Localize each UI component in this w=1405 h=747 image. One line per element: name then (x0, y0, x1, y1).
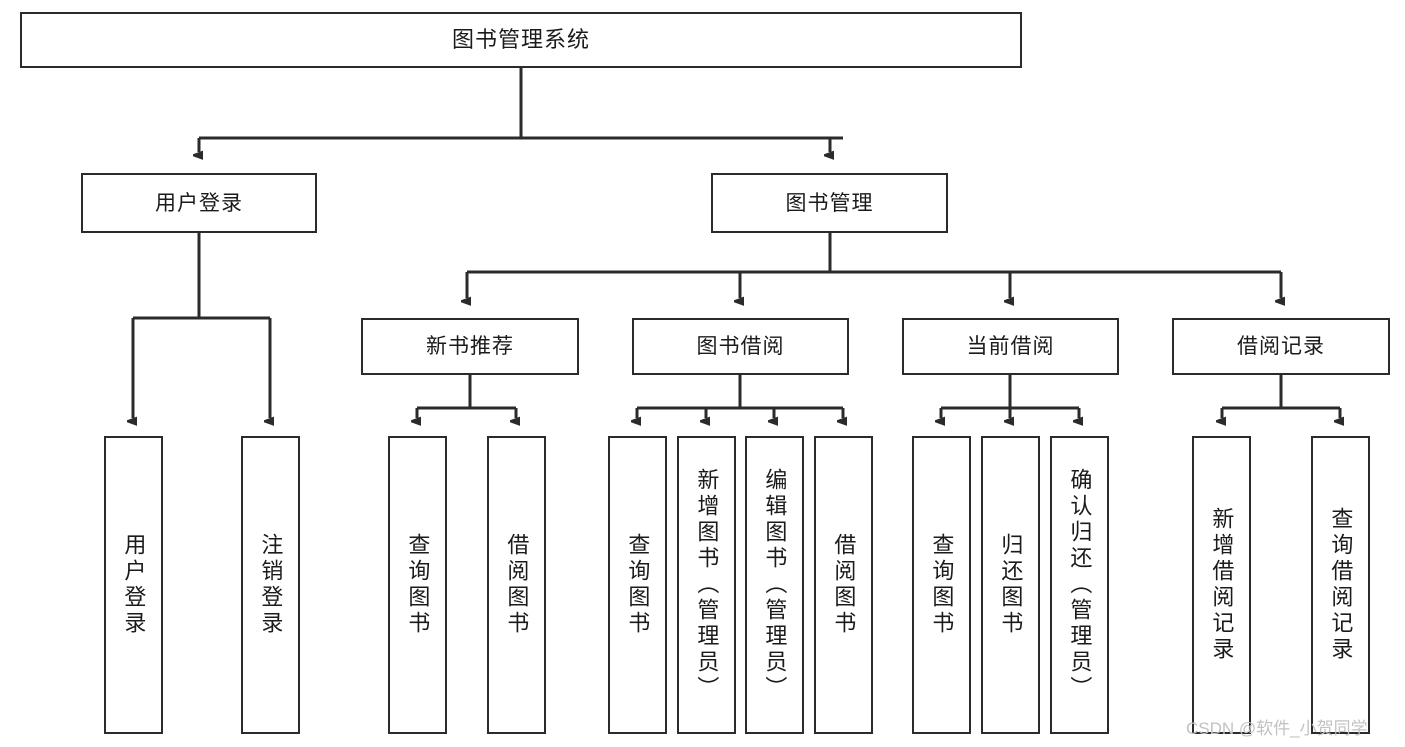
node-label: 新增图书（管理员） (694, 468, 720, 702)
leaf-query-book-recommend[interactable]: 查询图书 (388, 436, 447, 734)
node-label: 新增借阅记录 (1209, 507, 1235, 663)
node-label: 借阅图书 (504, 533, 530, 637)
node-label: 借阅图书 (831, 533, 857, 637)
node-label: 查询图书 (405, 533, 431, 637)
node-current-borrow[interactable]: 当前借阅 (902, 318, 1119, 375)
node-label: 确认归还（管理员） (1067, 468, 1093, 702)
node-label: 用户登录 (155, 191, 243, 215)
leaf-confirm-return-admin[interactable]: 确认归还（管理员） (1050, 436, 1109, 734)
node-label: 查询图书 (929, 533, 955, 637)
leaf-query-book-current[interactable]: 查询图书 (912, 436, 971, 734)
node-label: 查询借阅记录 (1328, 507, 1354, 663)
node-book-management[interactable]: 图书管理 (711, 173, 948, 233)
node-book-borrow[interactable]: 图书借阅 (632, 318, 849, 375)
node-borrow-record[interactable]: 借阅记录 (1172, 318, 1390, 375)
node-label: 借阅记录 (1237, 335, 1325, 358)
node-label: 编辑图书（管理员） (762, 468, 788, 702)
watermark-text: CSDN @软件_小贺同学 (1186, 719, 1368, 738)
node-label: 查询图书 (625, 533, 651, 637)
leaf-edit-book-admin[interactable]: 编辑图书（管理员） (745, 436, 804, 734)
leaf-query-book-borrow[interactable]: 查询图书 (608, 436, 667, 734)
leaf-logout[interactable]: 注销登录 (241, 436, 300, 734)
node-label: 图书管理系统 (451, 27, 590, 52)
node-new-book-recommend[interactable]: 新书推荐 (361, 318, 579, 375)
node-label: 归还图书 (998, 533, 1024, 637)
leaf-borrow-book[interactable]: 借阅图书 (814, 436, 873, 734)
node-label: 图书借阅 (696, 335, 785, 358)
leaf-query-borrow-record[interactable]: 查询借阅记录 (1311, 436, 1370, 734)
leaf-user-login[interactable]: 用户登录 (104, 436, 163, 734)
node-root-system[interactable]: 图书管理系统 (20, 12, 1022, 68)
node-user-login[interactable]: 用户登录 (81, 173, 317, 233)
node-label: 注销登录 (258, 533, 284, 637)
node-label: 新书推荐 (426, 335, 514, 358)
leaf-add-book-admin[interactable]: 新增图书（管理员） (677, 436, 736, 734)
node-label: 图书管理 (785, 191, 874, 215)
node-label: 当前借阅 (966, 335, 1055, 358)
leaf-borrow-book-recommend[interactable]: 借阅图书 (487, 436, 546, 734)
node-label: 用户登录 (121, 533, 147, 637)
leaf-add-borrow-record[interactable]: 新增借阅记录 (1192, 436, 1251, 734)
leaf-return-book[interactable]: 归还图书 (981, 436, 1040, 734)
